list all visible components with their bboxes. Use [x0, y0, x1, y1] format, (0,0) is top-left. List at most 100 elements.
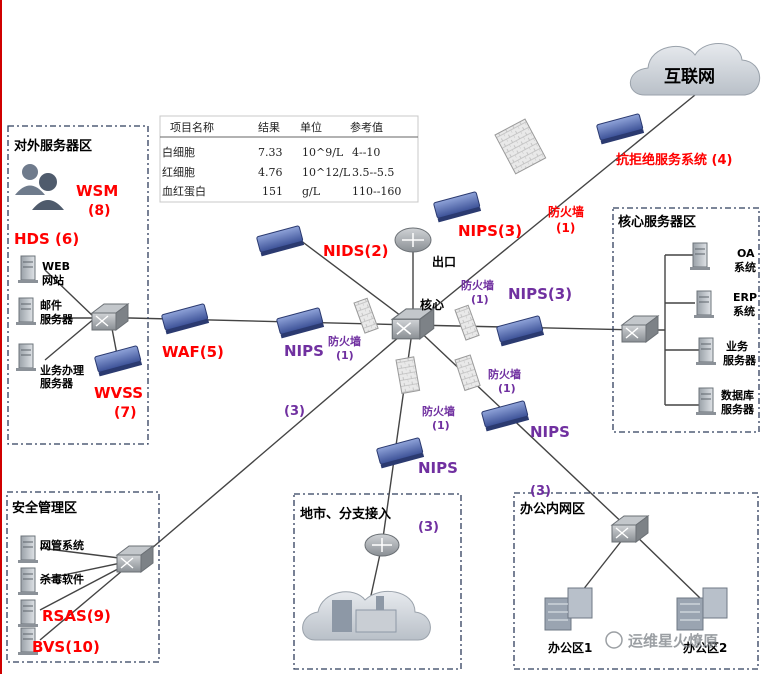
- branch-building-icon: [302, 591, 431, 641]
- wvss-appliance-icon: [94, 345, 143, 377]
- nips-bottom-right-label: NIPS: [530, 423, 570, 441]
- nids-label: NIDS(2): [323, 242, 389, 260]
- wechat-icon: [605, 631, 623, 649]
- table-cell: 4--10: [352, 146, 380, 159]
- waf-label: WAF(5): [162, 343, 224, 361]
- firewall-icon: [454, 354, 481, 392]
- watermark: 运维星火燎原: [605, 631, 718, 650]
- server-icon: [18, 567, 38, 595]
- fw-down-right-number: (1): [498, 382, 516, 395]
- table-header-name: 项目名称: [170, 120, 214, 134]
- switches: [90, 303, 660, 573]
- fw-down-left-number: (1): [432, 419, 450, 432]
- rsas-label: RSAS(9): [42, 607, 111, 625]
- table-header-unit: 单位: [300, 120, 322, 134]
- switch-icon: [115, 545, 155, 573]
- biz-server-label: 业务办理: [40, 363, 84, 377]
- server-icon: [696, 337, 716, 365]
- table-cell: 3.5--5.5: [352, 166, 394, 179]
- db-label: 数据库: [721, 388, 754, 402]
- ddos-appliance-icon: [596, 113, 645, 145]
- fw-left-number: (1): [336, 349, 354, 362]
- biz-server-label-2: 服务器: [40, 376, 74, 390]
- switch-icon: [610, 515, 650, 543]
- server-icon: [18, 535, 38, 563]
- switch-icon: [390, 307, 436, 340]
- fw-down-right-label: 防火墙: [488, 367, 521, 381]
- nips-right-label: NIPS(3): [508, 285, 572, 303]
- wvss-label: WVSS: [94, 384, 143, 402]
- table-cell: 白细胞: [162, 145, 195, 159]
- fw-upper-number: (1): [471, 293, 489, 306]
- oa-label-2: 系统: [734, 260, 756, 274]
- server-icon: [18, 599, 38, 627]
- web-server-label: WEB: [42, 260, 70, 273]
- firewall-icon: [454, 304, 480, 341]
- server-icon: [696, 387, 716, 415]
- office-building-icon: [544, 587, 593, 631]
- firewall-icon: [395, 356, 421, 395]
- table-header-result: 结果: [258, 121, 280, 134]
- firewall-icon: [353, 297, 379, 334]
- internet-cloud-icon: [629, 43, 761, 96]
- netmgmt-label: 网管系统: [40, 538, 84, 552]
- server-icon: [16, 343, 36, 371]
- zone-boxes: [6, 125, 760, 670]
- nips-top-appliance-icon: [433, 191, 482, 223]
- nips-bottom-center-appliance-icon: [376, 437, 425, 469]
- zone-branch-title: 地市、分支接入: [300, 506, 391, 522]
- ddos-label: 抗拒绝服务系统 (4): [616, 152, 732, 168]
- zone-office-title: 办公内网区: [520, 501, 585, 517]
- lab-results-table: 项目名称 结果 单位 参考值 白细胞 7.33 10^9/L 4--10 红细胞…: [159, 115, 419, 203]
- wsm-number: (8): [88, 203, 111, 219]
- mail-server-label: 邮件: [40, 298, 62, 312]
- table-cell: g/L: [302, 185, 321, 198]
- watermark-text: 运维星火燎原: [628, 632, 718, 650]
- zone-external-title: 对外服务器区: [14, 138, 92, 154]
- biz-srv-label-2: 服务器: [723, 353, 757, 367]
- biz-srv-label: 业务: [726, 339, 749, 353]
- nips-bottom-center-label: NIPS: [418, 459, 458, 477]
- firewalls: [353, 118, 547, 395]
- table-cell: 血红蛋白: [162, 184, 206, 198]
- mail-server-label-2: 服务器: [40, 312, 74, 326]
- zone-core-servers-box: [612, 207, 760, 433]
- wvss-number: (7): [114, 405, 137, 421]
- fw-down-left-label: 防火墙: [422, 404, 455, 418]
- table-cell: 10^12/L: [302, 166, 351, 179]
- zone-office-box: [513, 492, 759, 670]
- db-label-2: 服务器: [721, 402, 755, 416]
- table-cell: 110--160: [352, 185, 401, 198]
- nips-left-label: NIPS: [284, 342, 324, 360]
- hds-label: HDS (6): [14, 230, 79, 248]
- devices: [94, 113, 645, 469]
- nips-top-label: NIPS(3): [458, 222, 522, 240]
- zone-security-box: [6, 491, 160, 663]
- office1-label: 办公区1: [548, 640, 592, 655]
- table-header-ref: 参考值: [350, 120, 383, 134]
- internet-label: 互联网: [664, 67, 715, 87]
- zone-branch-box: [293, 493, 462, 670]
- link-3-left: (3): [284, 404, 305, 419]
- nips-right-appliance-icon: [496, 315, 545, 347]
- wsm-label: WSM: [76, 182, 118, 200]
- office2-label: 办公区2: [683, 640, 727, 655]
- waf-appliance-icon: [161, 303, 210, 335]
- nids-appliance-icon: [256, 225, 305, 257]
- exit-label: 出口: [432, 254, 456, 269]
- web-server-label-2: 网站: [42, 273, 64, 287]
- switch-icon: [620, 315, 660, 343]
- zone-core-servers-title: 核心服务器区: [618, 214, 696, 230]
- table-cell: 10^9/L: [302, 146, 344, 159]
- server-icon: [690, 242, 710, 270]
- table-cell: 151: [262, 185, 283, 198]
- nips-bottom-right-appliance-icon: [481, 400, 530, 432]
- table-cell: 红细胞: [162, 166, 195, 179]
- bvs-label: BVS(10): [32, 638, 100, 656]
- nips-left-appliance-icon: [276, 307, 325, 339]
- users-icon: [15, 164, 64, 210]
- core-label: 核心: [420, 297, 444, 312]
- router-icon: [364, 533, 400, 557]
- zone-security-title: 安全管理区: [12, 500, 77, 516]
